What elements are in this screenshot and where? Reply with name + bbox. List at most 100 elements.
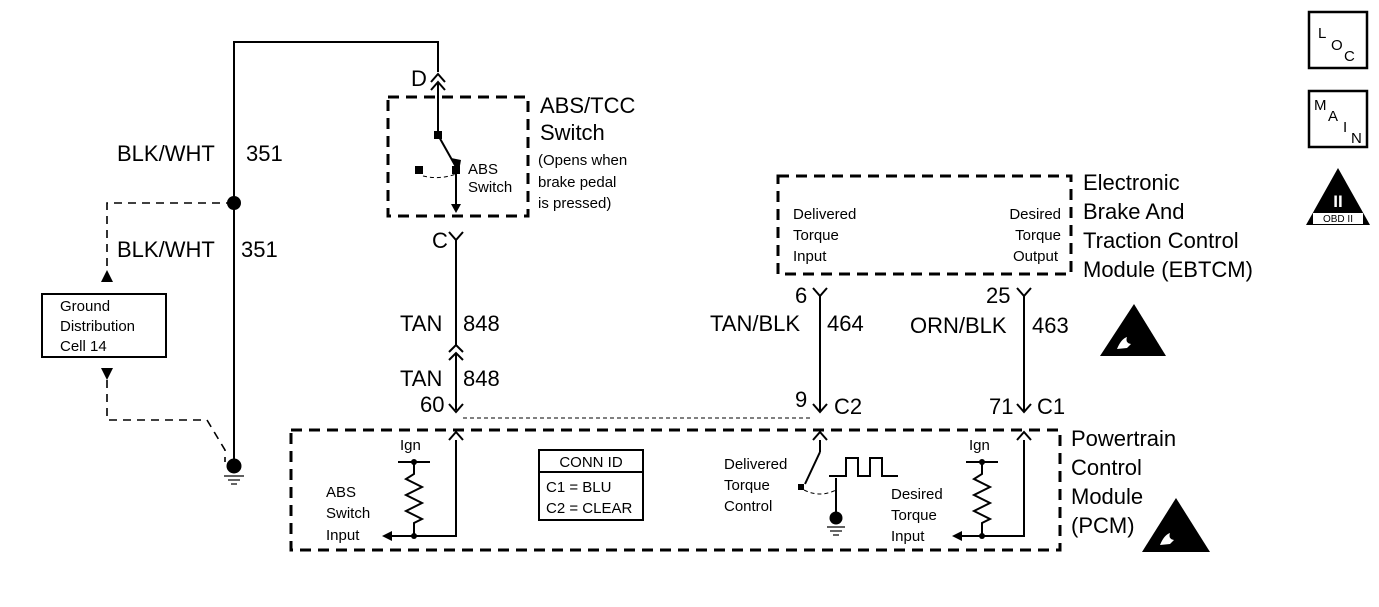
svg-text:I: I bbox=[1343, 119, 1347, 136]
component-title: ABS/TCC bbox=[540, 93, 635, 118]
wire-color-label: BLK/WHT bbox=[117, 141, 215, 166]
svg-text:N: N bbox=[1351, 130, 1362, 147]
component-title: Traction Control bbox=[1083, 228, 1239, 253]
component-title: Switch bbox=[540, 120, 605, 145]
pin-label-9: 9 bbox=[795, 387, 807, 412]
switch-inner-label: ABS bbox=[468, 161, 498, 178]
svg-text:Ground: Ground bbox=[60, 298, 110, 315]
pin-label-6: 6 bbox=[795, 283, 807, 308]
main-icon[interactable]: M A I N bbox=[1307, 89, 1369, 149]
conn-id-box: CONN ID C1 = BLU C2 = CLEAR bbox=[538, 449, 644, 521]
wire-color-label: ORN/BLK bbox=[910, 313, 1007, 338]
pin-label-71: 71 bbox=[989, 394, 1013, 419]
component-title: Brake And bbox=[1083, 199, 1185, 224]
circuit-number-label: 463 bbox=[1032, 313, 1069, 338]
pcm-port-label: Input bbox=[326, 527, 360, 544]
arrow-left-icon bbox=[382, 531, 392, 541]
pcm-module[interactable] bbox=[289, 428, 1062, 552]
pin-label-d: D bbox=[411, 66, 427, 91]
circuit-number-label: 351 bbox=[241, 237, 278, 262]
switch-blade bbox=[437, 134, 457, 168]
svg-text:C2 = CLEAR: C2 = CLEAR bbox=[546, 500, 632, 517]
pin-label-25: 25 bbox=[986, 283, 1010, 308]
pcm-port-label: Desired bbox=[891, 486, 943, 503]
component-note: (Opens when bbox=[538, 152, 627, 169]
component-note: is pressed) bbox=[538, 195, 611, 212]
switch-inner-label: Switch bbox=[468, 179, 512, 196]
connector-icon bbox=[1016, 403, 1032, 414]
loc-icon[interactable]: L O C bbox=[1307, 10, 1369, 70]
connector-icon bbox=[812, 403, 828, 414]
esd-sensitive-icon bbox=[1100, 304, 1166, 356]
svg-text:II: II bbox=[1333, 192, 1342, 211]
pin-label-c: C bbox=[432, 228, 448, 253]
switch-contact bbox=[415, 166, 423, 174]
ebtcm-port-label: Input bbox=[793, 248, 827, 265]
arrow-down-icon bbox=[451, 204, 461, 213]
svg-text:CONN ID: CONN ID bbox=[559, 454, 623, 471]
switch-contact bbox=[798, 484, 804, 490]
wire-color-label: TAN/BLK bbox=[710, 311, 800, 336]
arrow-left-icon bbox=[952, 531, 962, 541]
component-title: Module (EBTCM) bbox=[1083, 257, 1253, 282]
switch-blade bbox=[804, 451, 821, 485]
wire-color-label: TAN bbox=[400, 366, 442, 391]
wire-color-label: TAN bbox=[400, 311, 442, 336]
component-note: brake pedal bbox=[538, 174, 616, 191]
svg-text:O: O bbox=[1331, 37, 1343, 54]
desired-input-trace bbox=[962, 440, 1025, 537]
connector-icon bbox=[430, 72, 446, 83]
connector-label-c1: C1 bbox=[1037, 394, 1065, 419]
component-title: Powertrain bbox=[1071, 426, 1176, 451]
ground-distribution-cell[interactable]: Ground Distribution Cell 14 bbox=[41, 293, 167, 358]
circuit-number-label: 351 bbox=[246, 141, 283, 166]
circuit-number-label: 848 bbox=[463, 311, 500, 336]
ground-icon bbox=[224, 458, 244, 485]
connector-icon bbox=[812, 287, 828, 298]
svg-text:OBD II: OBD II bbox=[1323, 214, 1353, 225]
circuit-number-label: 848 bbox=[463, 366, 500, 391]
ebtcm-port-label: Torque bbox=[793, 227, 839, 244]
pcm-port-label: Torque bbox=[891, 507, 937, 524]
component-title: (PCM) bbox=[1071, 513, 1135, 538]
connector-icon bbox=[1016, 430, 1032, 441]
svg-text:C1 = BLU: C1 = BLU bbox=[546, 479, 611, 496]
pulse-signal-icon bbox=[829, 457, 898, 477]
esd-sensitive-icon bbox=[1142, 498, 1210, 552]
ebtcm-port-label: Delivered bbox=[793, 206, 856, 223]
ground-icon bbox=[827, 511, 845, 536]
abs-input-trace bbox=[392, 440, 457, 537]
arrow-down-icon bbox=[101, 368, 113, 380]
pcm-port-label: ABS bbox=[326, 484, 356, 501]
component-title: Module bbox=[1071, 484, 1143, 509]
ign-label: Ign bbox=[400, 437, 421, 454]
pcm-port-label: Switch bbox=[326, 505, 370, 522]
svg-text:L: L bbox=[1318, 25, 1326, 42]
wire-color-label: BLK/WHT bbox=[117, 237, 215, 262]
svg-text:Distribution: Distribution bbox=[60, 318, 135, 335]
ebtcm-port-label: Output bbox=[1013, 248, 1059, 265]
ebtcm-port-label: Desired bbox=[1009, 206, 1061, 223]
svg-text:A: A bbox=[1328, 108, 1338, 125]
svg-text:M: M bbox=[1314, 97, 1327, 114]
connector-icon bbox=[448, 343, 464, 353]
obd-ii-icon[interactable]: OBD II II bbox=[1306, 168, 1370, 225]
ign-label: Ign bbox=[969, 437, 990, 454]
pin-label-60: 60 bbox=[420, 392, 444, 417]
resistor-icon bbox=[403, 462, 425, 536]
connector-icon bbox=[1016, 287, 1032, 298]
resistor-icon bbox=[971, 462, 993, 536]
component-title: Electronic bbox=[1083, 170, 1180, 195]
component-title: Control bbox=[1071, 455, 1142, 480]
wire-351-top bbox=[233, 41, 439, 203]
ground-ref-top bbox=[106, 202, 234, 270]
ground-ref-bottom bbox=[106, 380, 226, 462]
connector-label-c2: C2 bbox=[834, 394, 862, 419]
ebtcm-port-label: Torque bbox=[1015, 227, 1061, 244]
switch-link bbox=[803, 489, 837, 495]
svg-text:C: C bbox=[1344, 48, 1355, 65]
abs-tcc-switch[interactable] bbox=[386, 95, 530, 218]
circuit-number-label: 464 bbox=[827, 311, 864, 336]
connector-icon bbox=[448, 231, 464, 242]
